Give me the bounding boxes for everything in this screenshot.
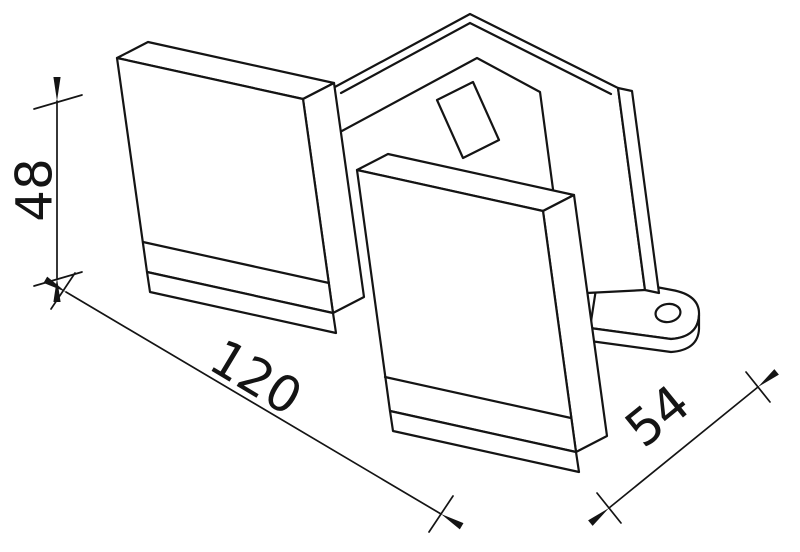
dimension-length-line bbox=[43, 276, 464, 530]
screw-hole bbox=[654, 302, 682, 324]
clamp-pad-back-left bbox=[115, 40, 366, 335]
mounting-tab-thickness bbox=[588, 313, 701, 354]
frame-top-chamfer-line bbox=[339, 21, 613, 96]
frame-arm-side-face bbox=[616, 86, 661, 295]
dimension-depth: 54 bbox=[588, 369, 779, 526]
pad-left-seam-line bbox=[141, 240, 331, 285]
dimension-length-label: 120 bbox=[200, 328, 312, 427]
dimension-depth-line bbox=[588, 369, 779, 526]
frame-inner-step bbox=[435, 80, 501, 160]
clamp-pad-front-center bbox=[355, 152, 609, 474]
pad-front-front-face bbox=[355, 168, 578, 454]
dimension-depth-label: 54 bbox=[615, 374, 701, 459]
dimension-height: 48 bbox=[6, 77, 83, 302]
dimension-height-tick-top bbox=[33, 94, 83, 110]
dimension-height-label: 48 bbox=[6, 158, 64, 222]
